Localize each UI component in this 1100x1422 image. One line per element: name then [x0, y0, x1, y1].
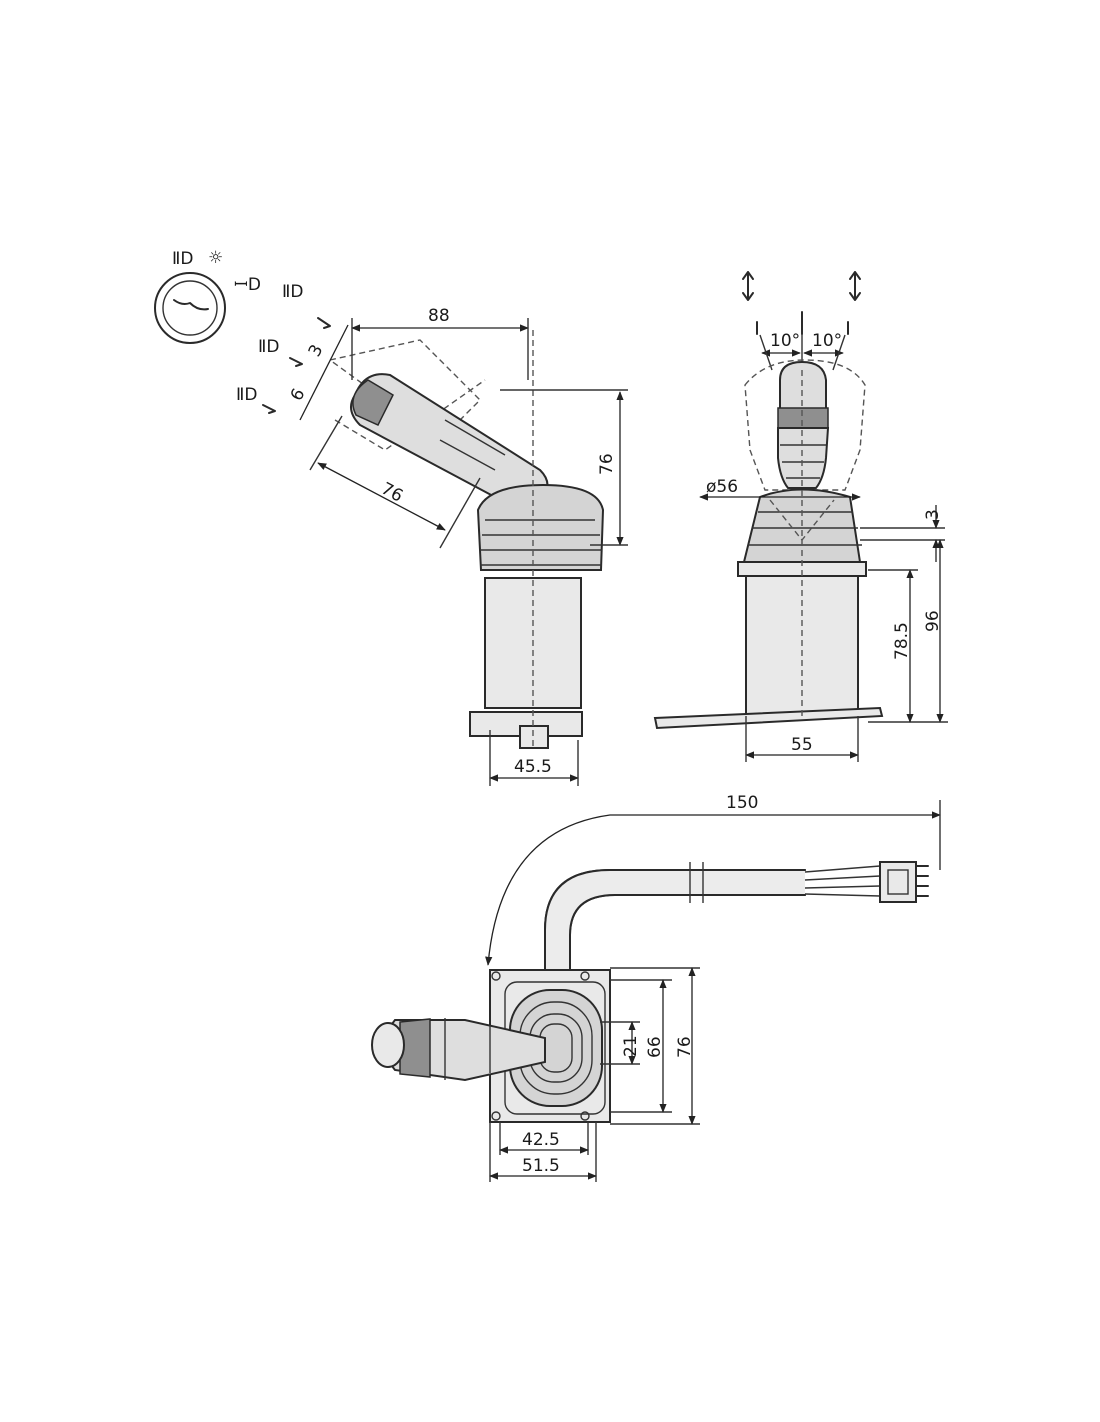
- front-cable: [653, 706, 884, 730]
- angle-right-label: 10°: [812, 331, 842, 351]
- dim-76-angled-label: 76: [378, 479, 406, 507]
- dim-55-label: 55: [791, 735, 813, 755]
- plan-cable: [545, 870, 805, 975]
- front-handle: [777, 360, 830, 489]
- svg-text:ⅡD: ⅡD: [236, 385, 257, 405]
- dim-76-plan-label: 76: [675, 1036, 695, 1058]
- front-view: 10° 10° ø56 3 96: [653, 271, 948, 762]
- svg-text:ⅡD: ⅡD: [258, 337, 279, 357]
- connector-icon: [879, 861, 929, 903]
- dim-51-5-label: 51.5: [522, 1156, 560, 1176]
- dim-6-side-label: 6: [287, 385, 310, 404]
- dim-d56-label: ø56: [706, 477, 738, 497]
- ghost-handle: [328, 339, 481, 441]
- svg-text:ⅡD: ⅡD: [172, 249, 193, 269]
- switch-symbols: ⅡD ⅡD ⅡD: [236, 282, 331, 414]
- gauge-icon: ⅡD ☼ ꟷD: [154, 248, 261, 344]
- dim-88-label: 88: [428, 306, 450, 326]
- plan-handle: [371, 1018, 546, 1082]
- dim-42-5-label: 42.5: [522, 1130, 560, 1150]
- dim-3-front-label: 3: [923, 509, 943, 520]
- dim-3-side-label: 3: [305, 341, 328, 360]
- dim-21-label: 21: [621, 1035, 641, 1057]
- dim-78-5-label: 78.5: [892, 622, 912, 660]
- svg-text:☼: ☼: [208, 248, 223, 268]
- dim-76-side-label: 76: [597, 453, 617, 475]
- side-view: ⅡD ☼ ꟷD ⅡD ⅡD ⅡD: [154, 248, 628, 786]
- side-boot: [476, 483, 605, 571]
- dim-150-label: 150: [726, 793, 758, 813]
- svg-text:ⅡD: ⅡD: [282, 282, 303, 302]
- angle-left-label: 10°: [770, 331, 800, 351]
- dim-66-label: 66: [645, 1036, 665, 1058]
- svg-text:ꟷD: ꟷD: [234, 275, 261, 295]
- side-handle: [350, 373, 549, 507]
- plan-view: 150: [371, 793, 941, 1182]
- dim-96-label: 96: [923, 610, 943, 632]
- dim-45-5-label: 45.5: [514, 757, 552, 777]
